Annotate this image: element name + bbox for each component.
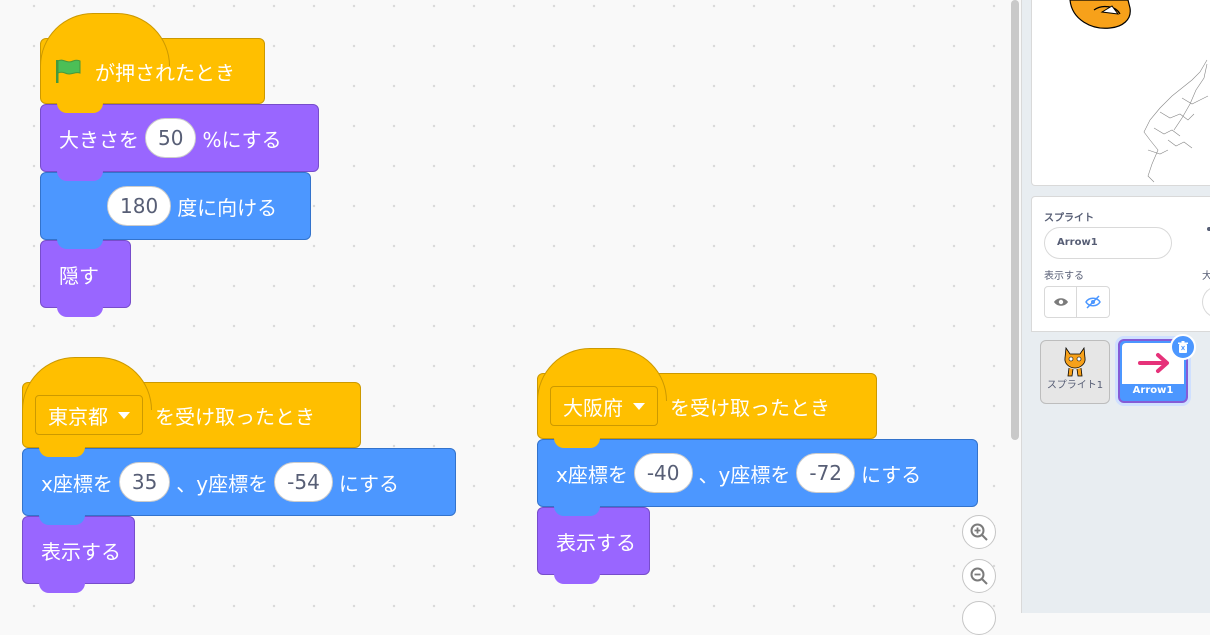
direction-suffix: 度に向ける: [177, 195, 278, 220]
eye-slash-icon: [1085, 295, 1101, 309]
workspace-scrollbar[interactable]: [1011, 0, 1019, 440]
show-label: 表示する: [556, 530, 636, 555]
scratch-cat-sprite: [1069, 0, 1209, 183]
go-to-y-label: 、y座標を: [698, 462, 791, 487]
x-input[interactable]: -40: [633, 453, 693, 493]
right-panel: スプライト Arrow1 表示する 大 スプライト1: [1021, 0, 1210, 613]
show-toggle-label: 表示する: [1044, 271, 1084, 282]
message-dropdown[interactable]: 大阪府: [550, 386, 658, 426]
block-notch: [57, 306, 103, 317]
eye-icon: [1053, 298, 1068, 306]
zoom-in-icon: [970, 523, 988, 541]
show-block[interactable]: 表示する: [22, 516, 135, 593]
zoom-out-icon: [970, 567, 988, 585]
go-to-suffix: にする: [861, 462, 922, 487]
go-to-x-label: x座標を: [556, 462, 628, 487]
y-input[interactable]: -54: [274, 462, 333, 502]
size-field[interactable]: [1202, 286, 1210, 318]
block-notch: [39, 582, 85, 593]
arrow-right-icon: [1138, 353, 1169, 373]
hide-label: 隠す: [59, 263, 99, 288]
show-toggle-group: [1044, 286, 1110, 318]
go-to-x-label: x座標を: [41, 471, 113, 496]
hide-block[interactable]: 隠す: [40, 240, 131, 317]
trash-icon: [1178, 340, 1188, 353]
size-input[interactable]: 50: [145, 118, 197, 158]
green-flag-icon: [56, 59, 81, 83]
zoom-reset-button[interactable]: [962, 601, 996, 635]
block-notch: [57, 102, 103, 113]
direction-input[interactable]: 180: [107, 186, 172, 226]
set-size-suffix: %にする: [202, 127, 282, 152]
sprite-section-label: スプライト: [1044, 213, 1094, 224]
size-label: 大: [1202, 271, 1210, 282]
stage[interactable]: [1031, 0, 1210, 186]
go-to-suffix: にする: [338, 471, 400, 496]
japan-map: [1143, 59, 1209, 183]
show-block[interactable]: 表示する: [537, 507, 650, 584]
block-notch: [57, 238, 103, 249]
scratch-cat-icon: [1064, 346, 1086, 377]
set-size-block[interactable]: 大きさを 50 %にする: [40, 104, 319, 181]
receive-label: を受け取ったとき: [155, 404, 315, 429]
block-notch: [39, 514, 85, 525]
hide-sprite-button[interactable]: [1077, 286, 1110, 318]
block-notch: [554, 505, 600, 516]
sprite-tile-sprite1[interactable]: スプライト1: [1040, 340, 1110, 404]
caret-down-icon: [118, 411, 130, 419]
point-in-direction-block[interactable]: 180 度に向ける: [40, 172, 311, 249]
when-receive-osaka-hat-block[interactable]: 大阪府 を受け取ったとき: [537, 348, 877, 448]
message-dropdown-value: 大阪府: [563, 395, 623, 420]
block-notch: [57, 170, 103, 181]
delete-sprite-button[interactable]: [1170, 334, 1196, 360]
zoom-out-button[interactable]: [962, 559, 996, 593]
block-notch: [554, 437, 600, 448]
show-sprite-button[interactable]: [1044, 286, 1077, 318]
block-notch: [554, 573, 600, 584]
go-to-y-label: 、y座標を: [176, 471, 269, 496]
sprite-tile-label: Arrow1: [1132, 385, 1174, 396]
zoom-in-button[interactable]: [962, 515, 996, 549]
caret-down-icon: [633, 402, 645, 410]
message-dropdown[interactable]: 東京都: [35, 395, 143, 435]
show-label: 表示する: [41, 539, 121, 564]
message-dropdown-value: 東京都: [48, 404, 108, 429]
block-notch: [39, 446, 85, 457]
sprite-tile-label: スプライト1: [1046, 380, 1104, 391]
go-to-xy-block[interactable]: x座標を -40 、y座標を -72 にする: [537, 439, 978, 516]
sprite-name-input[interactable]: Arrow1: [1044, 227, 1172, 259]
go-to-xy-block[interactable]: x座標を 35 、y座標を -54 にする: [22, 448, 456, 525]
direction-control[interactable]: [1207, 227, 1210, 231]
when-flag-clicked-hat-block[interactable]: が押されたとき: [40, 13, 265, 113]
code-workspace[interactable]: が押されたとき 大きさを 50 %にする 180 度に向ける 隠す 東京都 を受…: [0, 0, 1010, 635]
y-input[interactable]: -72: [796, 453, 856, 493]
when-receive-tokyo-hat-block[interactable]: 東京都 を受け取ったとき: [22, 357, 361, 457]
set-size-label: 大きさを: [59, 127, 139, 152]
hat-label: が押されたとき: [95, 60, 235, 85]
sprite-info-panel: スプライト Arrow1 表示する 大: [1031, 196, 1210, 332]
receive-label: を受け取ったとき: [670, 395, 830, 420]
x-input[interactable]: 35: [118, 462, 171, 502]
